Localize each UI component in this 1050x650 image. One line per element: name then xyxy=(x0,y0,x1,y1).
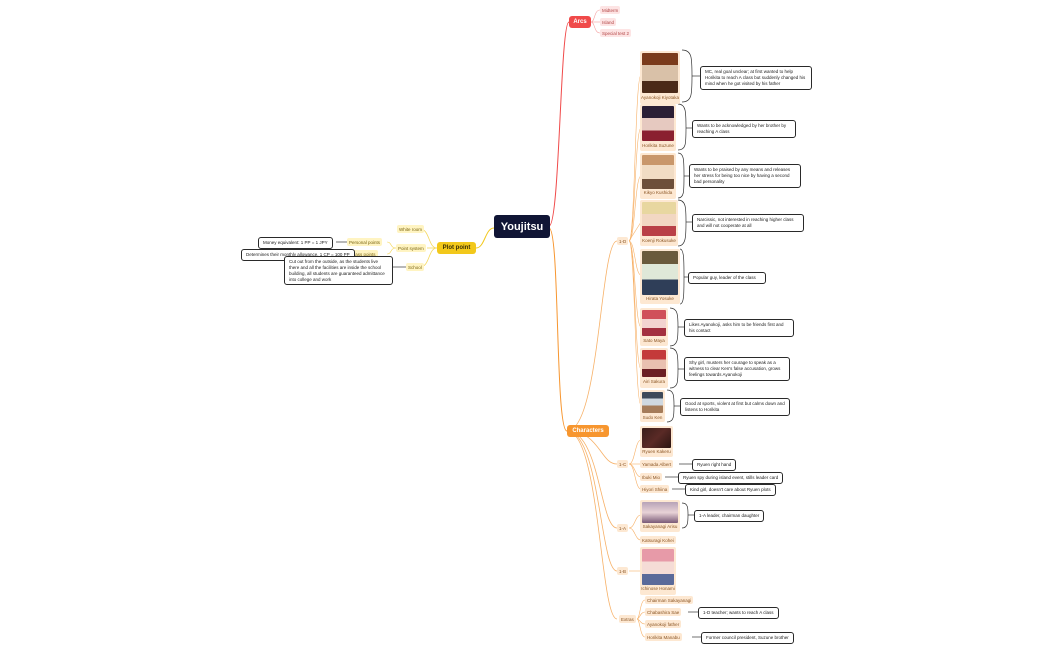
note-horikita-manabu[interactable]: Former council president, Suzune brother xyxy=(701,632,794,644)
class-1c-label[interactable]: 1-C xyxy=(617,460,629,468)
plot-class-points[interactable]: Class points xyxy=(349,250,378,258)
note-koenji[interactable]: Narcissic, not interested in reaching hi… xyxy=(692,214,804,232)
note-sudo[interactable]: Good at sports, violent at first but cal… xyxy=(680,398,790,416)
character-card-sudo[interactable]: Sudo Ken xyxy=(640,390,665,422)
arc-item-midterm[interactable]: Midterm xyxy=(600,6,621,14)
character-card-ichinose[interactable]: Ichinose Honami xyxy=(640,547,676,595)
character-name: Ichinose Honami xyxy=(641,586,675,591)
note-hirata[interactable]: Popular guy, leader of the class xyxy=(688,272,766,284)
note-sakayanagi[interactable]: 1-A leader, chairman daughter xyxy=(694,510,765,522)
character-card-koenji[interactable]: Koenji Rokusuke xyxy=(640,200,678,246)
plot-school[interactable]: School xyxy=(406,263,424,271)
character-card-airi[interactable]: Airi Sakura xyxy=(640,348,668,388)
character-yamada[interactable]: Yamada Albert xyxy=(640,460,674,468)
note-ayanokoji[interactable]: MC, real goal unclear; at first wanted t… xyxy=(700,66,812,90)
character-name: Sudo Ken xyxy=(642,415,663,420)
sato-portrait xyxy=(642,310,666,336)
character-name: Sakayanagi Arisu xyxy=(642,524,678,529)
plot-point-system[interactable]: Point system xyxy=(396,244,426,252)
kushida-portrait xyxy=(642,155,674,189)
character-name: Kikyo Kushida xyxy=(643,190,673,195)
horikita-portrait xyxy=(642,106,674,141)
hirata-portrait xyxy=(642,251,678,295)
note-sato[interactable]: Likes Ayanokoji, asks him to be friends … xyxy=(684,319,794,337)
sudo-portrait xyxy=(642,392,663,413)
character-card-kushida[interactable]: Kikyo Kushida xyxy=(640,153,676,199)
arc-item-special-test-2[interactable]: Special test 2 xyxy=(600,29,632,37)
ayanokoji-portrait xyxy=(642,53,678,93)
root-node[interactable]: Youjitsu xyxy=(494,215,550,238)
character-card-ayanokoji[interactable]: Ayanokoji Kiyotaka xyxy=(640,51,680,104)
character-card-ryuen[interactable]: Ryuen Kakeru xyxy=(640,426,673,457)
ichinose-portrait xyxy=(642,549,674,585)
note-yamada[interactable]: Ryuen right hand xyxy=(692,459,737,471)
sakayanagi-portrait xyxy=(642,502,678,523)
note-ibuki[interactable]: Ryuen spy during island event, stills le… xyxy=(678,472,784,484)
character-chabashira[interactable]: Chabashira Sae xyxy=(645,608,682,616)
note-airi[interactable]: Shy girl, musters her courage to speak a… xyxy=(684,357,790,381)
plot-point-node[interactable]: Plot point xyxy=(437,242,476,254)
extras-label[interactable]: Extras xyxy=(619,615,636,623)
character-card-sakayanagi[interactable]: Sakayanagi Arisu xyxy=(640,500,680,532)
character-name: Koenji Rokusuke xyxy=(642,238,676,243)
plot-personal-points[interactable]: Personal points xyxy=(347,238,383,246)
character-ibuki[interactable]: Ibuki Mio xyxy=(640,473,663,481)
class-1a-label[interactable]: 1-A xyxy=(617,524,629,532)
note-chabashira[interactable]: 1-D teacher; wants to reach A class xyxy=(698,607,779,619)
arcs-node[interactable]: Arcs xyxy=(569,16,591,28)
characters-node[interactable]: Characters xyxy=(567,425,609,437)
character-hiyori[interactable]: Hiyori Shiina xyxy=(640,485,670,493)
class-1b-label[interactable]: 1-B xyxy=(617,567,629,575)
character-name: Airi Sakura xyxy=(642,379,665,384)
ryuen-portrait xyxy=(642,428,671,448)
character-card-sato[interactable]: Sato Maya xyxy=(640,308,668,346)
note-horikita[interactable]: Wants to be acknowledged by her brother … xyxy=(692,120,796,138)
note-school[interactable]: Cut out from the outside, as the student… xyxy=(284,256,393,286)
character-name: Sato Maya xyxy=(643,338,665,343)
character-katsuragi[interactable]: Katsuragi Kohei xyxy=(640,536,676,544)
character-ayanokoji-father[interactable]: Ayanokoji father xyxy=(645,620,682,628)
note-money[interactable]: Money equivalent: 1 PP = 1 JPY xyxy=(258,237,333,249)
character-name: Hirata Yosuke xyxy=(646,296,674,301)
class-1d-label[interactable]: 1-D xyxy=(617,237,629,245)
character-horikita-manabu[interactable]: Horikita Manabu xyxy=(645,633,682,641)
arc-item-island[interactable]: Island xyxy=(600,18,617,26)
koenji-portrait xyxy=(642,202,676,236)
character-chairman-sakayanagi[interactable]: Chairman Sakayanagi xyxy=(645,596,694,604)
character-name: Ryuen Kakeru xyxy=(642,449,671,454)
note-kushida[interactable]: Wants to be praised by any means and rel… xyxy=(689,164,801,188)
character-name: Ayanokoji Kiyotaka xyxy=(641,95,679,100)
character-card-hirata[interactable]: Hirata Yosuke xyxy=(640,249,680,304)
character-card-horikita[interactable]: Horikita Suzune xyxy=(640,104,676,151)
note-hiyori[interactable]: Kind girl, doesn't care about Ryuen plot… xyxy=(685,484,776,496)
plot-white-room[interactable]: White room xyxy=(397,225,425,233)
character-name: Horikita Suzune xyxy=(642,143,674,148)
airi-portrait xyxy=(642,350,666,377)
